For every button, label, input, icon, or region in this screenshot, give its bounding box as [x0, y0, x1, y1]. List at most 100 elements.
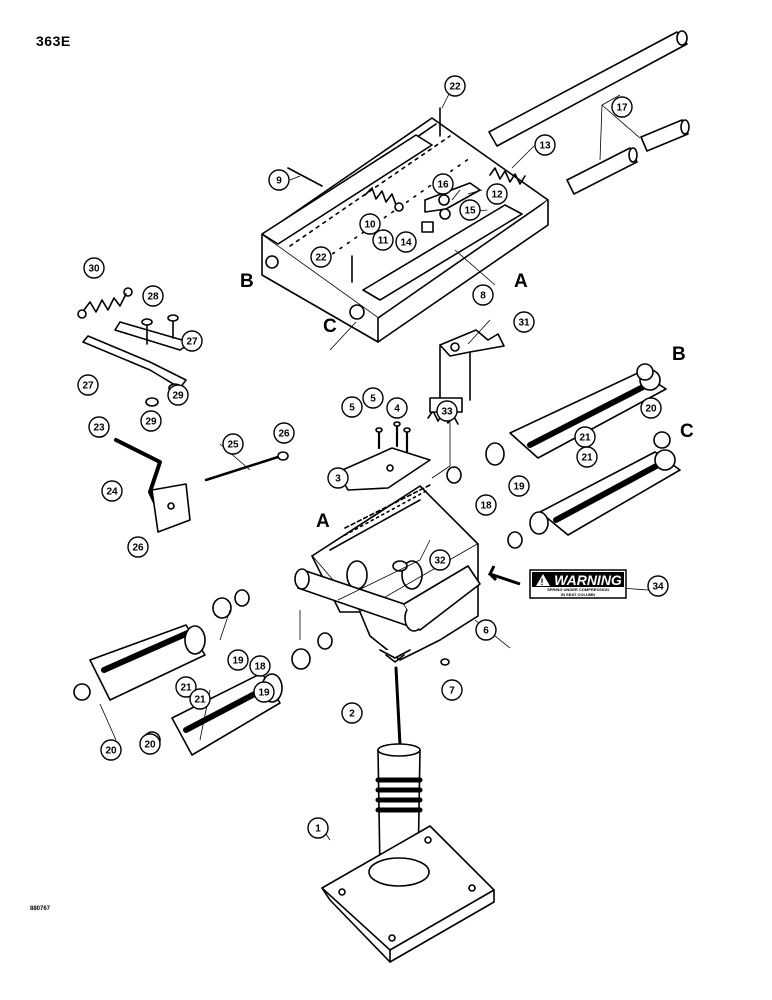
- warning-line-1: SPRING UNDER COMPRESSION: [547, 587, 609, 592]
- svg-text:1: 1: [315, 824, 321, 835]
- svg-text:20: 20: [105, 746, 117, 757]
- warning-exclamation-icon: !: [541, 577, 544, 587]
- callout-29-b3: 29: [140, 410, 162, 432]
- callout-16: 16: [432, 173, 454, 195]
- tube-long: [488, 30, 688, 147]
- svg-text:17: 17: [616, 103, 628, 114]
- svg-text:14: 14: [400, 238, 412, 249]
- svg-text:26: 26: [278, 429, 290, 440]
- ref-letter-a-seat: A: [514, 271, 528, 292]
- callout-27: 27: [181, 330, 203, 352]
- spring-30: [77, 287, 133, 319]
- callout-18-b4: 18: [475, 494, 497, 516]
- svg-text:31: 31: [518, 318, 530, 329]
- svg-text:3: 3: [335, 474, 341, 485]
- svg-text:28: 28: [147, 292, 159, 303]
- callout-26-b1: 26: [127, 536, 149, 558]
- suspension-base: [311, 483, 479, 663]
- warning-arrow-icon: [487, 565, 521, 586]
- callout-22-b9: 22: [310, 246, 332, 268]
- seat-frame: [261, 117, 549, 343]
- callouts: 1234567891011121314151617181920212223242…: [77, 75, 669, 839]
- warning-line-2: IN SEAT COLUMN: [561, 592, 595, 597]
- callout-31: 31: [513, 311, 535, 333]
- callout-34: 34: [647, 575, 669, 597]
- svg-text:4: 4: [394, 404, 400, 415]
- callout-5: 5: [341, 396, 363, 418]
- svg-text:30: 30: [88, 264, 100, 275]
- svg-text:22: 22: [315, 253, 327, 264]
- callout-27-b2: 27: [77, 374, 99, 396]
- callout-8: 8: [472, 284, 494, 306]
- callout-20-b7: 20: [640, 397, 662, 419]
- callout-15: 15: [459, 199, 481, 221]
- svg-text:16: 16: [437, 180, 449, 191]
- svg-text:21: 21: [579, 433, 591, 444]
- ref-letter-c-seat: C: [323, 316, 337, 337]
- svg-text:10: 10: [364, 220, 376, 231]
- svg-text:18: 18: [254, 662, 266, 673]
- seat-rail-back: [261, 134, 433, 245]
- ref-letter-c-arm: C: [680, 421, 694, 442]
- svg-text:24: 24: [106, 487, 118, 498]
- arm-lower-right: [539, 449, 681, 536]
- arm-upper-right: [509, 369, 667, 459]
- callout-6: 6: [475, 619, 497, 641]
- callout-32: 32: [429, 549, 451, 571]
- callout-21-b6: 21: [574, 426, 596, 448]
- svg-text:34: 34: [652, 582, 664, 593]
- callout-21-b12: 21: [189, 688, 211, 710]
- svg-text:27: 27: [186, 337, 198, 348]
- callout-22: 22: [444, 75, 466, 97]
- callout-1: 1: [307, 817, 329, 839]
- callout-20-b11: 20: [139, 733, 161, 755]
- svg-text:29: 29: [145, 417, 157, 428]
- svg-text:19: 19: [258, 688, 270, 699]
- svg-text:20: 20: [144, 740, 156, 751]
- callout-11: 11: [372, 229, 394, 251]
- page-code: 363E: [36, 33, 71, 49]
- warning-triangle-icon: [536, 574, 550, 586]
- arm-upper-left: [89, 624, 206, 701]
- handle-lever: [92, 422, 191, 533]
- svg-text:22: 22: [449, 82, 461, 93]
- svg-text:7: 7: [449, 686, 455, 697]
- svg-text:18: 18: [480, 501, 492, 512]
- svg-text:20: 20: [645, 404, 657, 415]
- latch-plate-12: [424, 182, 481, 213]
- tube-short: [640, 119, 690, 152]
- callout-17: 17: [611, 96, 633, 118]
- svg-text:5: 5: [370, 394, 376, 405]
- svg-text:15: 15: [464, 206, 476, 217]
- svg-text:21: 21: [180, 683, 192, 694]
- svg-text:23: 23: [93, 423, 105, 434]
- seat-rail-front: [362, 204, 523, 301]
- svg-text:29: 29: [172, 391, 184, 402]
- callout-5-b0: 5: [362, 387, 384, 409]
- callout-3: 3: [327, 467, 349, 489]
- callout-23: 23: [88, 416, 110, 438]
- svg-text:21: 21: [581, 453, 593, 464]
- callout-12: 12: [486, 183, 508, 205]
- reference-letters: B C A B C A: [240, 271, 694, 532]
- callout-13: 13: [534, 134, 556, 156]
- spring-10: [364, 187, 397, 206]
- svg-text:21: 21: [194, 695, 206, 706]
- link-bar-upper: [114, 321, 187, 351]
- callout-30: 30: [83, 257, 105, 279]
- callout-33: 33: [436, 400, 458, 422]
- svg-text:2: 2: [349, 709, 355, 720]
- svg-text:26: 26: [132, 543, 144, 554]
- callout-26: 26: [273, 422, 295, 444]
- svg-text:13: 13: [539, 141, 551, 152]
- svg-text:8: 8: [480, 291, 486, 302]
- callout-25: 25: [222, 433, 244, 455]
- ref-letter-a-base: A: [316, 511, 330, 532]
- callout-7: 7: [441, 679, 463, 701]
- callout-10: 10: [359, 213, 381, 235]
- base-plate: [321, 825, 495, 963]
- callout-4: 4: [386, 397, 408, 419]
- callout-18: 18: [249, 655, 271, 677]
